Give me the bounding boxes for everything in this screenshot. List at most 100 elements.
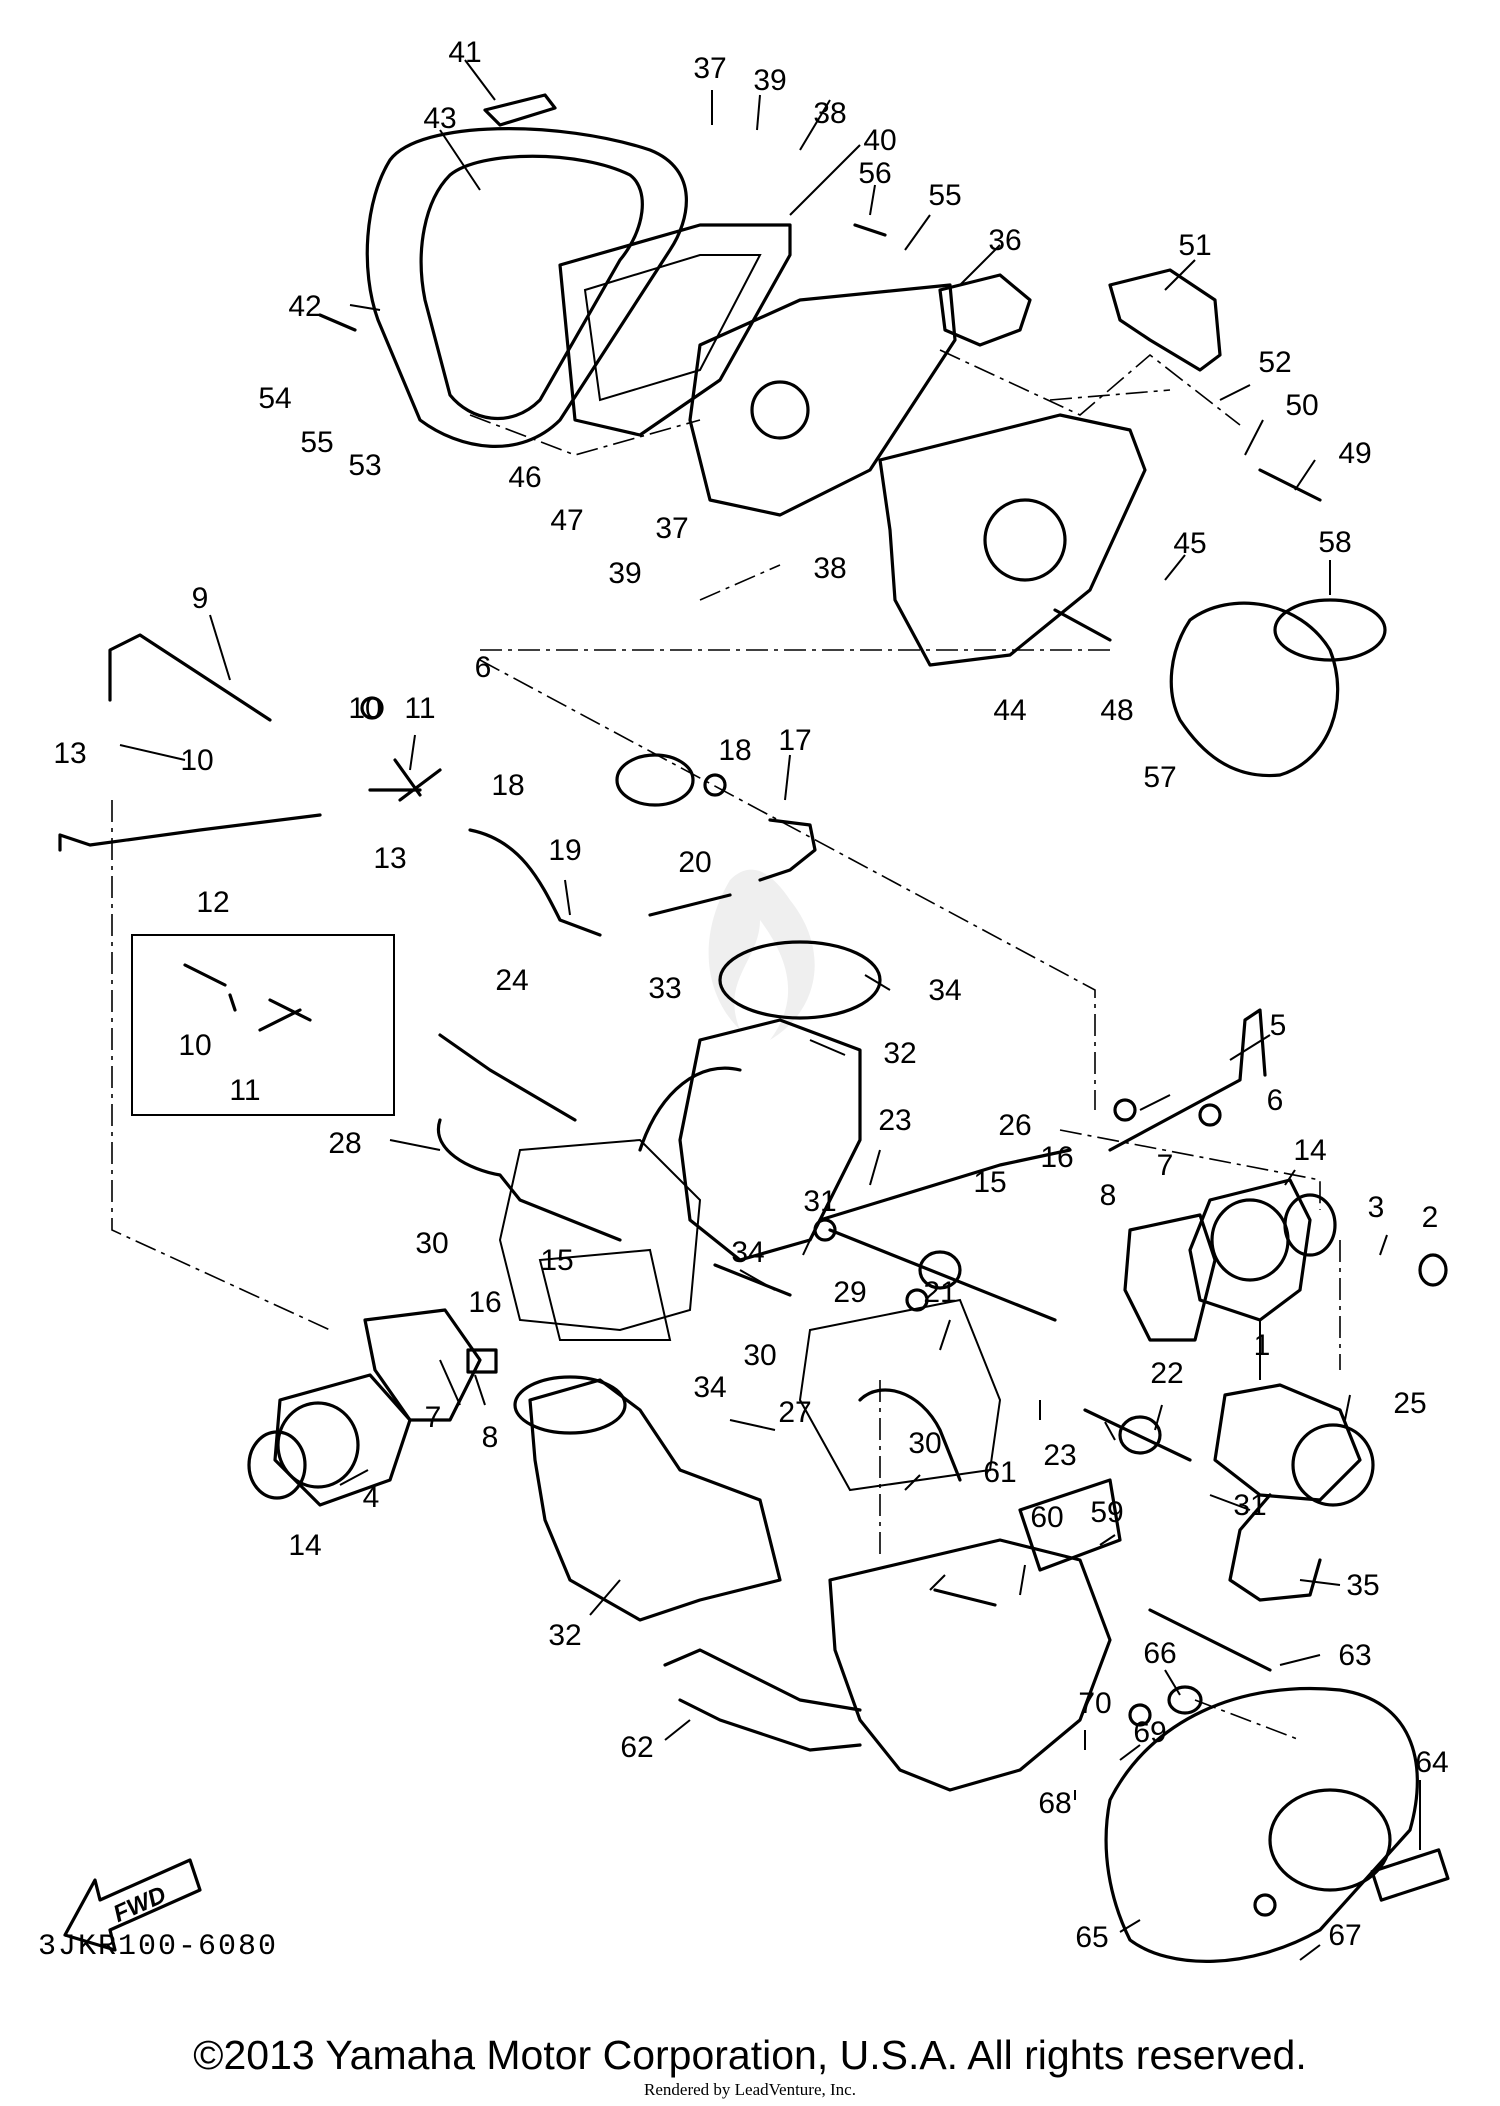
part-air-filter-case xyxy=(688,283,957,517)
callout-50: 50 xyxy=(1285,389,1318,422)
callout-32: 32 xyxy=(883,1037,916,1070)
callout-40: 40 xyxy=(863,124,896,157)
callout-2: 2 xyxy=(1422,1201,1439,1234)
callout-43: 43 xyxy=(423,102,456,135)
part-12-hose xyxy=(58,813,322,852)
part-59-bracket xyxy=(1018,1478,1122,1572)
callout-70: 70 xyxy=(1078,1687,1111,1720)
part-54-screw xyxy=(318,313,357,332)
callout-15: 15 xyxy=(973,1166,1006,1199)
callout-3: 3 xyxy=(1368,1191,1385,1224)
part-plate xyxy=(828,1538,1112,1792)
callout-14: 14 xyxy=(1293,1134,1326,1167)
callout-49: 49 xyxy=(1338,437,1371,470)
callout-13b: 13 xyxy=(373,842,406,875)
callout-27: 27 xyxy=(778,1396,811,1429)
callout-30c: 30 xyxy=(908,1427,941,1460)
part-32-duct-lower xyxy=(528,1378,782,1622)
part-7-bracket xyxy=(1123,1213,1217,1342)
callout-23b: 23 xyxy=(1043,1439,1076,1472)
callout-18: 18 xyxy=(718,734,751,767)
part-17-hose xyxy=(758,818,817,882)
part-57-duct xyxy=(1169,601,1340,778)
part-5-hose xyxy=(1108,1008,1267,1152)
callout-54: 54 xyxy=(258,382,291,415)
part-49-bolt xyxy=(1258,468,1322,502)
callout-5: 5 xyxy=(1270,1009,1287,1042)
part-14-oring xyxy=(1283,1193,1337,1257)
callout-7: 7 xyxy=(1157,1149,1174,1182)
callout-67: 67 xyxy=(1328,1919,1361,1952)
callout-55b: 55 xyxy=(300,426,333,459)
callout-28: 28 xyxy=(328,1127,361,1160)
callout-53: 53 xyxy=(348,449,381,482)
callout-51: 51 xyxy=(1178,229,1211,262)
callout-41: 41 xyxy=(448,36,481,69)
part-60-bolt xyxy=(933,1588,997,1607)
callout-10c: 10 xyxy=(178,1029,211,1062)
callout-10: 10 xyxy=(348,692,381,725)
part-14-oring-left xyxy=(247,1430,307,1500)
callout-35: 35 xyxy=(1346,1569,1379,1602)
part-24-pipe xyxy=(438,1033,577,1122)
callout-64: 64 xyxy=(1415,1746,1448,1779)
callout-11b: 11 xyxy=(229,1074,260,1107)
callout-30: 30 xyxy=(415,1227,448,1260)
part-22-pipe xyxy=(1083,1408,1192,1462)
callout-16b: 16 xyxy=(468,1286,501,1319)
callout-22: 22 xyxy=(1150,1357,1183,1390)
callout-8: 8 xyxy=(1100,1179,1117,1212)
callout-65: 65 xyxy=(1075,1921,1108,1954)
callout-39b: 39 xyxy=(608,557,641,590)
callout-13: 13 xyxy=(53,737,86,770)
fwd-label: FWD xyxy=(109,1881,170,1928)
callout-34c: 34 xyxy=(693,1371,726,1404)
part-66-grommet xyxy=(1167,1685,1203,1715)
watermark xyxy=(708,869,815,1040)
part-11-joint xyxy=(368,758,442,802)
callout-36: 36 xyxy=(988,224,1021,257)
inset-box xyxy=(131,934,395,1116)
callout-21: 21 xyxy=(923,1276,956,1309)
callout-23: 23 xyxy=(878,1104,911,1137)
part-43-inner-cover xyxy=(419,154,644,421)
callout-66: 66 xyxy=(1143,1637,1176,1670)
callout-1: 1 xyxy=(1254,1329,1271,1362)
callout-30b: 30 xyxy=(743,1339,776,1372)
callout-9: 9 xyxy=(192,582,209,615)
callout-37: 37 xyxy=(693,52,726,85)
callout-6: 6 xyxy=(475,651,492,684)
callout-42: 42 xyxy=(288,290,321,323)
assembly-leader-lines xyxy=(111,349,1341,1741)
callout-47: 47 xyxy=(550,504,583,537)
part-64-badge xyxy=(1370,1848,1450,1902)
callout-20: 20 xyxy=(678,846,711,879)
part-42-cover xyxy=(365,127,688,448)
callout-34: 34 xyxy=(928,974,961,1007)
engine-outline xyxy=(498,1138,702,1332)
callout-12: 12 xyxy=(196,886,229,919)
callout-45: 45 xyxy=(1173,527,1206,560)
part-63-bolt xyxy=(1148,1608,1272,1672)
part-35-wire xyxy=(1228,1493,1322,1602)
part-29-bolt xyxy=(713,1263,792,1297)
callout-26: 26 xyxy=(998,1109,1031,1142)
callout-17: 17 xyxy=(778,724,811,757)
callout-8b: 8 xyxy=(482,1421,499,1454)
part-48-bolt xyxy=(1053,608,1112,642)
callout-61: 61 xyxy=(983,1456,1016,1489)
callout-68: 68 xyxy=(1038,1787,1071,1820)
callout-38b: 38 xyxy=(813,552,846,585)
part-28-hose xyxy=(436,1118,622,1242)
callout-31: 31 xyxy=(803,1185,836,1218)
callout-leaders xyxy=(119,59,1421,1961)
callout-10b: 10 xyxy=(180,744,213,777)
part-27-hose xyxy=(858,1388,962,1482)
callout-11: 11 xyxy=(404,692,435,725)
callout-37b: 37 xyxy=(655,512,688,545)
callout-46: 46 xyxy=(508,461,541,494)
callout-60: 60 xyxy=(1030,1501,1063,1534)
part-41-clip xyxy=(483,93,557,127)
part-21-pipe xyxy=(828,1228,1057,1322)
copyright-notice: ©2013 Yamaha Motor Corporation, U.S.A. A… xyxy=(193,2032,1307,2078)
